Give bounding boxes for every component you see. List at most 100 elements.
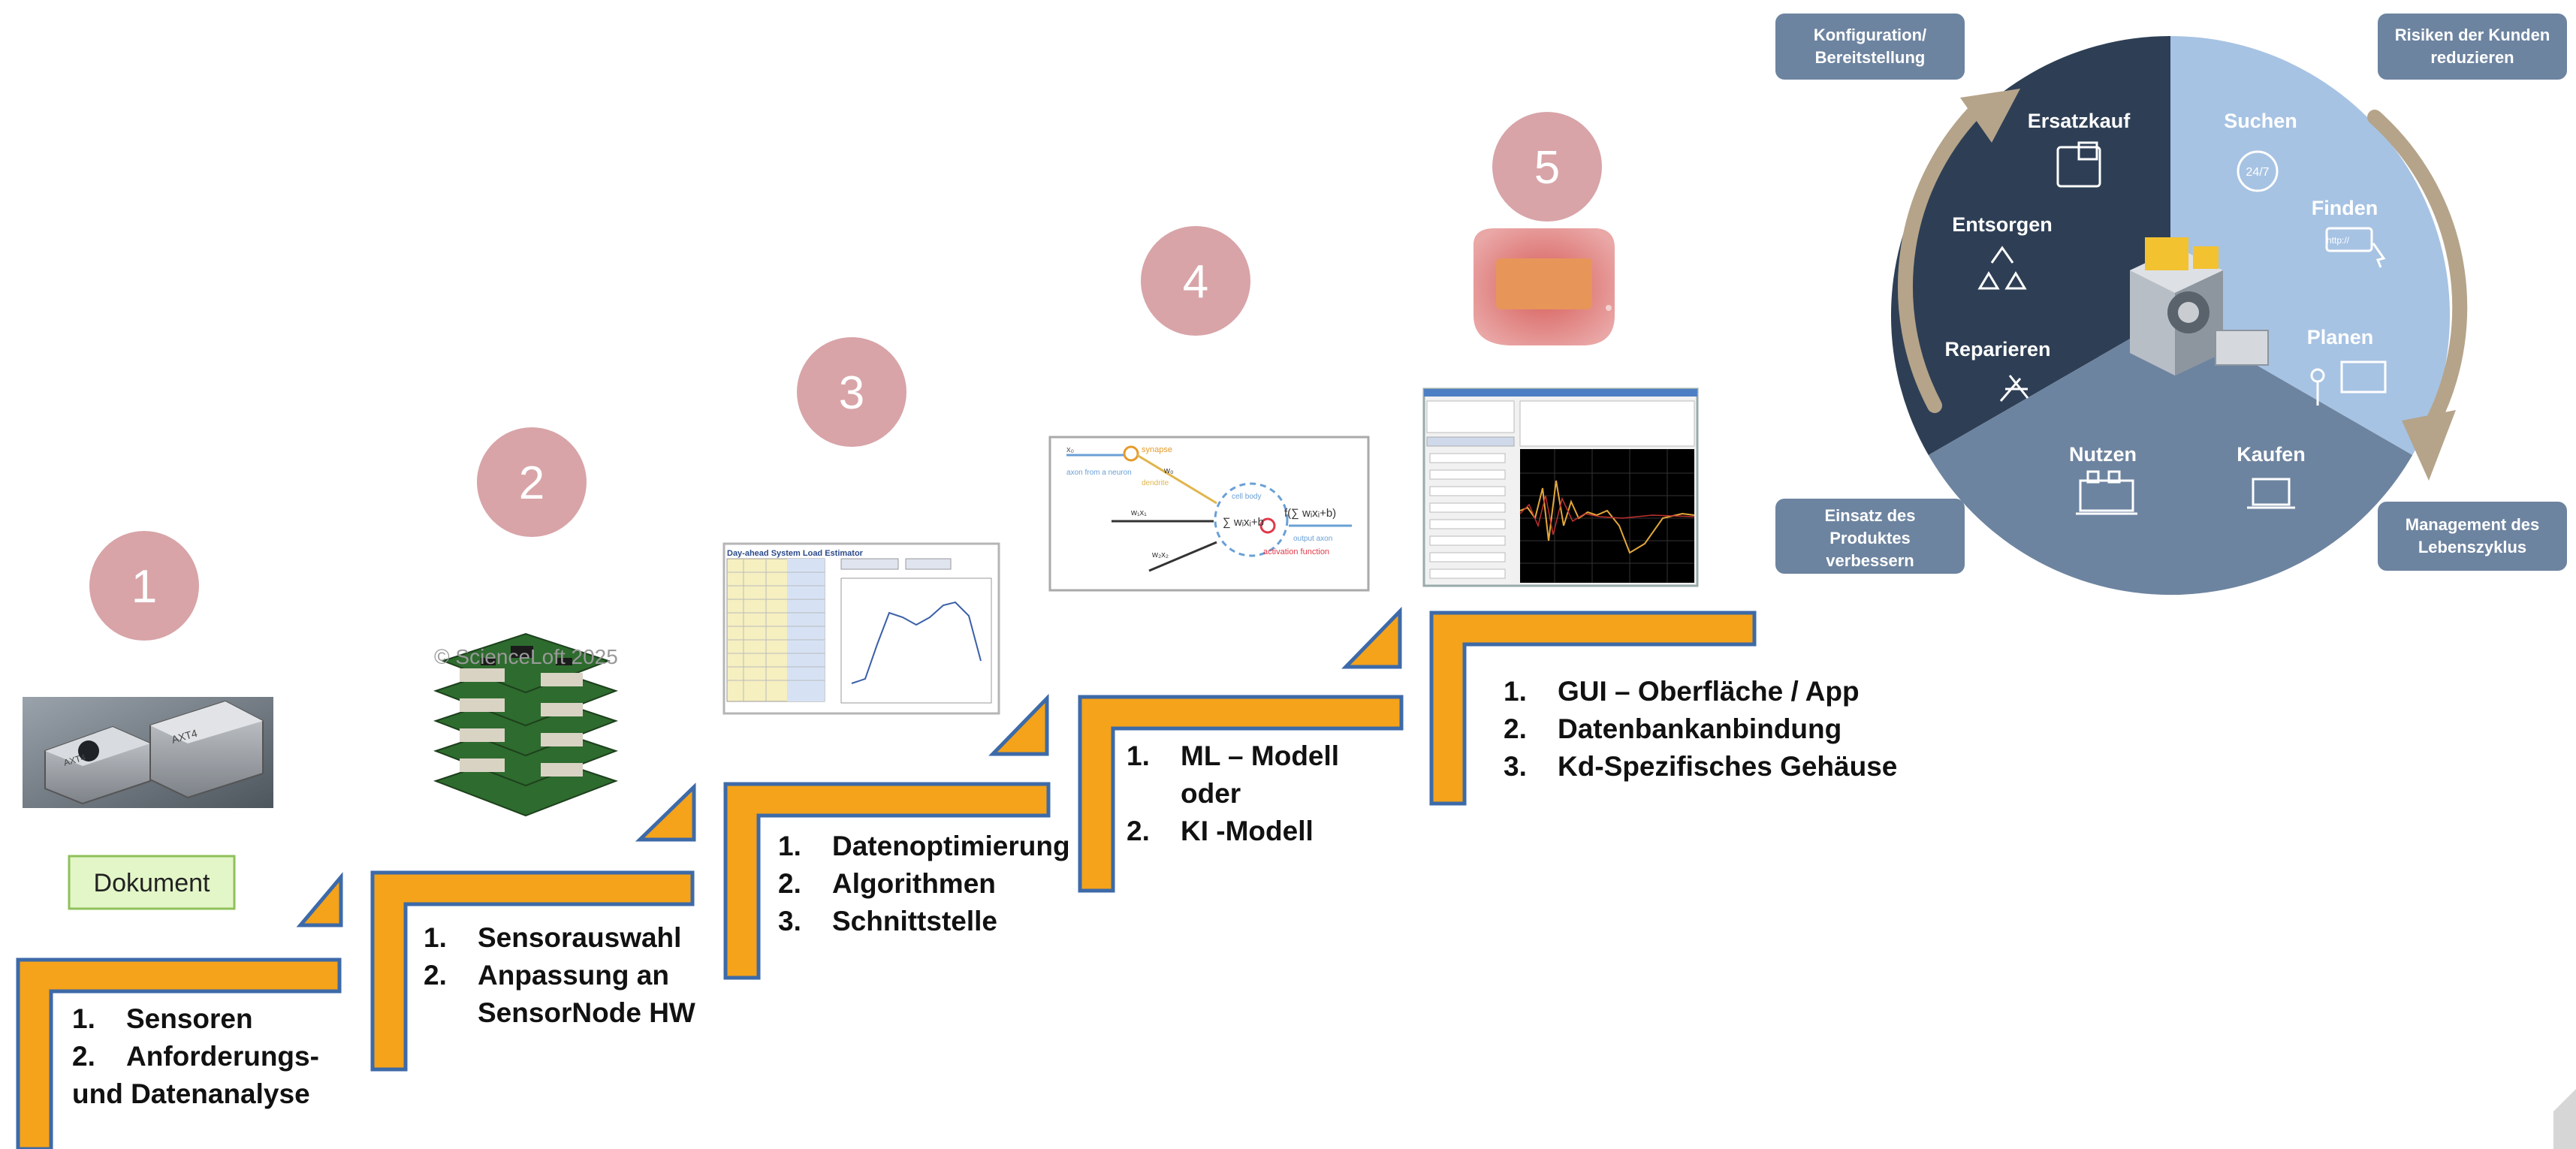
wheel-label-ersatzkauf: Ersatzkauf bbox=[2028, 110, 2131, 132]
dokument-link[interactable]: Dokument bbox=[68, 855, 236, 910]
list-item: 3. Kd-Spezifisches Gehäuse bbox=[1504, 748, 1897, 786]
wrench-repair-icon bbox=[1999, 375, 2029, 402]
sensor-housing-image bbox=[1473, 228, 1615, 345]
corner-box-konfiguration: Konfiguration/ Bereitstellung bbox=[1775, 14, 1965, 80]
step-3-list: 1. Datenoptimierung 2.Algorithmen 3.Schni… bbox=[778, 828, 1070, 940]
cycle-arrow-left bbox=[1897, 98, 1989, 413]
step-number-5: 5 bbox=[1534, 142, 1560, 194]
list-item: oder bbox=[1127, 775, 1339, 813]
list-text: ML – Modell bbox=[1181, 740, 1340, 771]
corner-text: Lebenszyklus bbox=[2418, 538, 2526, 556]
neuron-activation: activation function bbox=[1263, 547, 1329, 556]
neuron-sum: ∑ wᵢxᵢ+b bbox=[1223, 516, 1264, 529]
list-item: 2.Anpassung an bbox=[424, 957, 681, 994]
stair-step-5 bbox=[1429, 611, 1757, 806]
step-2-list: 1. Sensorauswahl 2.Anpassung an bbox=[424, 919, 681, 994]
corner-text: Konfiguration/ bbox=[1814, 26, 1926, 44]
lifecycle-wheel: Ersatzkauf Entsorgen Reparieren Nutzen K… bbox=[1775, 14, 2567, 596]
step-circle-2: 2 bbox=[477, 427, 587, 537]
list-number: 1. bbox=[424, 922, 447, 953]
list-number: 1. bbox=[778, 831, 801, 861]
wheel-label-finden: Finden bbox=[2312, 197, 2378, 219]
list-item: 1. Sensorauswahl bbox=[424, 919, 681, 957]
find-url-text: http:// bbox=[2327, 235, 2350, 246]
stair-step-4 bbox=[1078, 695, 1404, 893]
neuron-cell-body: cell body bbox=[1232, 493, 1261, 501]
stair-step-1 bbox=[16, 958, 342, 1149]
step-1-list: 1. Sensoren 2. Anforderungs- bbox=[72, 1000, 319, 1075]
stair-arrow-4 bbox=[1341, 606, 1402, 669]
list-item: 2.KI -Modell bbox=[1127, 813, 1339, 850]
step-circle-5: 5 bbox=[1492, 112, 1602, 222]
neuron-x0: x₀ bbox=[1066, 445, 1074, 454]
pcb-stack-image bbox=[433, 632, 618, 817]
list-text: Anforderungs- bbox=[126, 1041, 319, 1072]
list-text: Sensoren bbox=[126, 1003, 253, 1034]
wheel-label-nutzen: Nutzen bbox=[2069, 443, 2137, 466]
list-item: 1.GUI – Oberfläche / App bbox=[1504, 673, 1897, 710]
list-number: 3. bbox=[778, 906, 801, 936]
phone-247-icon bbox=[2237, 150, 2279, 192]
list-item: 2.Datenbankanbindung bbox=[1504, 710, 1897, 748]
wheel-label-kaufen: Kaufen bbox=[2237, 443, 2306, 466]
corner-text: reduzieren bbox=[2430, 48, 2514, 67]
list-number: 1. bbox=[1504, 676, 1527, 707]
step-circle-1: 1 bbox=[89, 531, 199, 641]
recycle-icon bbox=[1977, 246, 2027, 290]
list-text: Anpassung an bbox=[478, 960, 669, 991]
list-number: 2. bbox=[1504, 713, 1527, 744]
list-number: 2. bbox=[72, 1041, 95, 1072]
wheel-label-reparieren: Reparieren bbox=[1944, 338, 2050, 360]
list-item: 3.Schnittstelle bbox=[778, 903, 1070, 940]
step-number-2: 2 bbox=[519, 457, 544, 509]
list-number bbox=[1127, 775, 1181, 813]
list-item: 2.Algorithmen bbox=[778, 865, 1070, 903]
step-5-list: 1.GUI – Oberfläche / App 2.Datenbankanbi… bbox=[1504, 673, 1897, 786]
cycle-arrow-right bbox=[2367, 110, 2468, 428]
neuron-w0: w₀ bbox=[1163, 466, 1174, 475]
neuron-dendrite: dendrite bbox=[1142, 479, 1169, 487]
wheel-label-suchen: Suchen bbox=[2224, 110, 2297, 132]
laptop-shop-icon bbox=[2247, 478, 2295, 509]
suchen-247-text: 24/7 bbox=[2246, 166, 2269, 179]
list-number: 1. bbox=[72, 1003, 95, 1034]
dokument-label: Dokument bbox=[94, 869, 211, 897]
sensor-chips-image: AXT4 AXT4 bbox=[23, 697, 273, 808]
gui-app-screenshot bbox=[1422, 388, 1699, 587]
slide-corner bbox=[2553, 1089, 2576, 1149]
neuron-synapse: synapse bbox=[1142, 445, 1172, 454]
list-text: Algorithmen bbox=[832, 868, 996, 899]
list-number: 2. bbox=[1127, 816, 1150, 846]
neuron-output-axon: output axon bbox=[1293, 535, 1332, 543]
load-estimator-screenshot: Day-ahead System Load Estimator bbox=[722, 542, 1000, 715]
list-text: Kd-Spezifisches Gehäuse bbox=[1558, 751, 1898, 782]
step-1-continuation: und Datenanalyse bbox=[72, 1078, 310, 1109]
step-4-list: 1. ML – Modell oder 2.KI -Modell bbox=[1127, 737, 1339, 850]
corner-text: Produktes bbox=[1829, 529, 1911, 547]
list-text: Sensorauswahl bbox=[478, 922, 682, 953]
list-item: 2. Anforderungs- bbox=[72, 1038, 319, 1075]
copyright-watermark: © ScienceLoft 2025 bbox=[434, 645, 618, 668]
corner-text: Management des bbox=[2406, 515, 2540, 534]
neuron-w1x1: w₁x₁ bbox=[1130, 508, 1147, 517]
list-number: 1. bbox=[1127, 740, 1150, 771]
wheel-label-entsorgen: Entsorgen bbox=[1952, 213, 2053, 236]
stair-arrow-1 bbox=[296, 872, 343, 927]
corner-text: Risiken der Kunden bbox=[2395, 26, 2550, 44]
planning-board-icon bbox=[2310, 360, 2387, 406]
list-number: 3. bbox=[1504, 751, 1527, 782]
stair-arrow-3 bbox=[988, 693, 1049, 756]
wheel-segment-dark bbox=[1890, 36, 2170, 455]
neuron-axon-from: axon from a neuron bbox=[1066, 469, 1132, 477]
step-number-4: 4 bbox=[1183, 256, 1208, 308]
step-2-continuation: SensorNode HW bbox=[478, 997, 695, 1028]
corner-box-einsatz: Einsatz des Produktes verbessern bbox=[1775, 499, 1965, 574]
list-item: 1. Datenoptimierung bbox=[778, 828, 1070, 865]
corner-text: Bereitstellung bbox=[1815, 48, 1926, 67]
step-number-3: 3 bbox=[839, 367, 864, 419]
staircase bbox=[16, 606, 2576, 1149]
list-text: Datenoptimierung bbox=[832, 831, 1070, 861]
step-circle-3: 3 bbox=[797, 337, 906, 447]
list-item: 1. ML – Modell bbox=[1127, 737, 1339, 775]
neuron-w2x2: w₂x₂ bbox=[1151, 550, 1169, 559]
